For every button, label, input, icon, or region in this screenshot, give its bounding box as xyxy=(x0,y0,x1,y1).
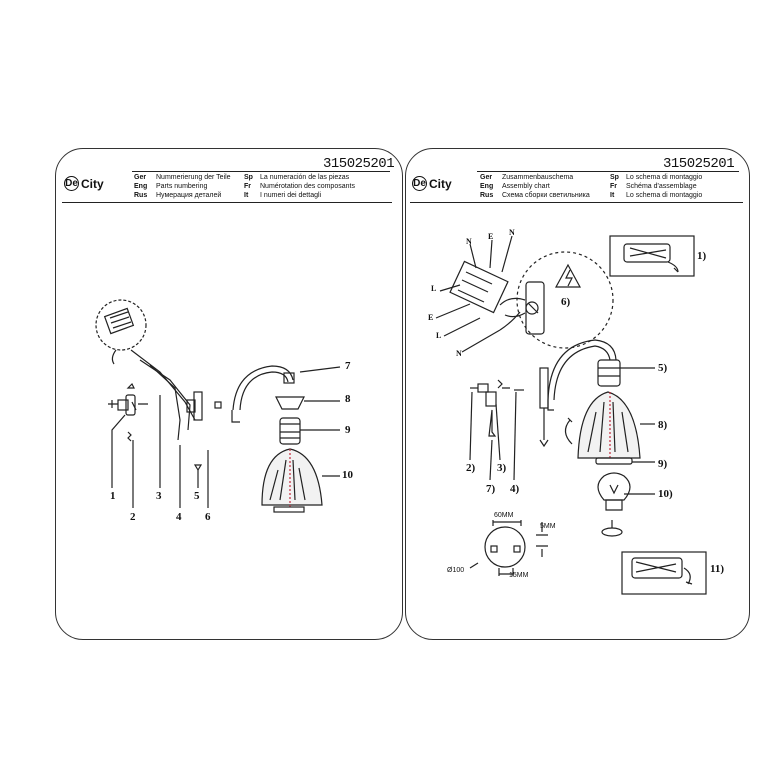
brand-name: City xyxy=(81,176,104,191)
mounting-plate-dimension-icon xyxy=(469,520,548,576)
brand-logo: De City xyxy=(64,176,104,191)
lamp-collar-icon xyxy=(275,396,340,410)
dimension-diameter: Ø100 xyxy=(447,567,465,574)
step-label-6: 6) xyxy=(561,296,571,308)
part-number-7: 7 xyxy=(345,360,351,372)
shade-ring-icon xyxy=(595,457,655,465)
wiring-detail-right-icon xyxy=(435,235,539,353)
header-rule-bottom xyxy=(62,202,392,204)
brand-name-right: City xyxy=(429,176,452,191)
step-label-7: 7) xyxy=(486,483,496,495)
product-code-right: 315025201 xyxy=(663,156,735,172)
step-label-9: 9) xyxy=(658,458,668,470)
wire-label-e-bottom: E xyxy=(428,313,434,322)
wire-label-e-top: E xyxy=(488,232,494,241)
shade-right-icon xyxy=(564,391,655,460)
part-number-4: 4 xyxy=(176,511,182,523)
part-number-1: 1 xyxy=(110,490,116,502)
socket-right-icon xyxy=(597,359,655,387)
header-rule-top xyxy=(132,171,390,173)
part-number-8: 8 xyxy=(345,393,351,405)
wiring-detail-icon xyxy=(95,299,147,365)
inset-box-11-icon xyxy=(621,551,707,595)
brand-mark-icon-right: De xyxy=(412,176,427,191)
brand-mark-icon: De xyxy=(64,176,79,191)
header-rule-bottom-right xyxy=(410,202,743,204)
step-label-1: 1) xyxy=(697,250,707,262)
header-rule-top-right xyxy=(477,171,739,173)
wire-label-n-top: N xyxy=(466,237,472,246)
part-number-5: 5 xyxy=(194,490,200,502)
assembly-chart-sheet xyxy=(405,148,750,640)
wire-label-n-bottom: N xyxy=(456,349,462,358)
screw-set-right-icon xyxy=(469,379,524,481)
dimension-depth: 15MM xyxy=(509,572,529,579)
parts-numbering-sheet xyxy=(55,148,403,640)
part-number-2: 2 xyxy=(130,511,136,523)
step-label-10: 10) xyxy=(658,488,673,500)
magnifier-circle-icon xyxy=(516,251,614,349)
wall-plate-icon xyxy=(525,281,549,448)
brand-logo-right: De City xyxy=(412,176,452,191)
lamp-arm-icon xyxy=(231,365,341,423)
wall-bracket-icon xyxy=(186,391,222,421)
part-number-10: 10 xyxy=(342,469,353,481)
screw-set-icon xyxy=(108,382,148,442)
product-code: 315025201 xyxy=(323,156,395,172)
lamp-socket-icon xyxy=(279,417,340,445)
inset-box-1-icon xyxy=(609,235,695,277)
step-label-2: 2) xyxy=(466,462,476,474)
dimension-offset: 5MM xyxy=(540,523,556,530)
step-label-5: 5) xyxy=(658,362,668,374)
step-label-11: 11) xyxy=(710,563,725,575)
light-bulb-icon xyxy=(597,472,655,537)
lamp-arm-right-icon xyxy=(547,339,617,411)
warning-icon xyxy=(554,263,582,288)
part-number-9: 9 xyxy=(345,424,351,436)
step-label-3: 3) xyxy=(497,462,507,474)
wire-label-l-top: L xyxy=(431,284,437,293)
step-label-4: 4) xyxy=(510,483,520,495)
wire-label-l-bottom: L xyxy=(436,331,442,340)
part-number-3: 3 xyxy=(156,490,162,502)
wire-label-n-right: N xyxy=(509,228,515,237)
part-number-6: 6 xyxy=(205,511,211,523)
step-label-8: 8) xyxy=(658,419,668,431)
dimension-width: 60MM xyxy=(494,512,514,519)
lamp-shade-icon xyxy=(261,448,340,513)
